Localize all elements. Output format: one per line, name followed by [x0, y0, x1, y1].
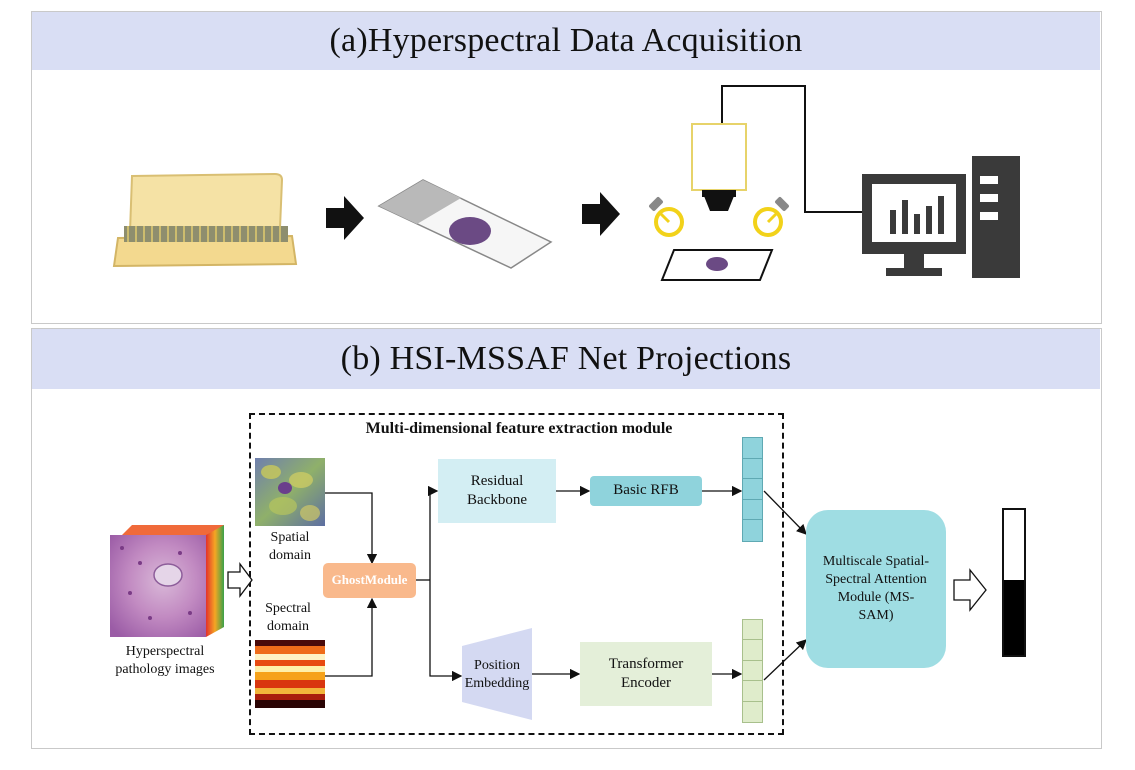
microscope-setup-icon [649, 85, 862, 281]
section-b-title: (b) HSI-MSSAF Net Projections [32, 329, 1100, 389]
spatial-domain-image [255, 458, 325, 526]
input-images-label: Hyperspectral pathology images [115, 644, 215, 678]
vector-cell [743, 500, 762, 521]
vector-cell [743, 438, 762, 459]
residual-backbone-label: Residual Backbone [467, 472, 527, 509]
arrow-right-icon [326, 196, 364, 240]
ms-sam-label: Multiscale Spatial-Spectral Attention Mo… [822, 553, 930, 624]
hollow-arrow-icon [953, 568, 987, 612]
position-embedding-shape [462, 628, 532, 720]
ghost-module-box: GhostModule [323, 563, 416, 598]
computer-icon [862, 156, 1020, 278]
basic-rfb-label: Basic RFB [613, 482, 679, 499]
ms-sam-box: Multiscale Spatial-Spectral Attention Mo… [806, 510, 946, 668]
vector-cell [743, 459, 762, 480]
spectral-domain-image [255, 640, 325, 708]
module-title: Multi-dimensional feature extraction mod… [365, 420, 673, 437]
vector-cell [743, 681, 762, 702]
spectral-domain-label: Spectral domain [265, 601, 311, 635]
transformer-encoder-label: Transformer Encoder [608, 655, 684, 692]
ghost-module-label: GhostModule [331, 572, 408, 588]
slide-box-icon [112, 172, 298, 268]
vector-cell [743, 479, 762, 500]
vector-cell [743, 661, 762, 682]
position-embedding-label: Position Embedding [464, 658, 530, 692]
arrow-right-icon [582, 192, 620, 236]
output-bar [1002, 508, 1026, 657]
hyperspectral-cube-image [110, 525, 224, 637]
residual-backbone-box: Residual Backbone [438, 459, 556, 523]
hollow-arrow-icon [227, 562, 253, 598]
spectral-feature-vector [742, 619, 763, 723]
vector-cell [743, 620, 762, 641]
vector-cell [743, 640, 762, 661]
spatial-feature-vector [742, 437, 763, 542]
glass-slide-icon [377, 179, 553, 269]
spatial-domain-label: Spatial domain [269, 530, 311, 564]
output-bar-fill [1004, 579, 1024, 655]
section-a-title: (a)Hyperspectral Data Acquisition [32, 12, 1100, 70]
transformer-encoder-box: Transformer Encoder [580, 642, 712, 706]
basic-rfb-box: Basic RFB [590, 476, 702, 506]
feature-extraction-module [249, 413, 784, 735]
